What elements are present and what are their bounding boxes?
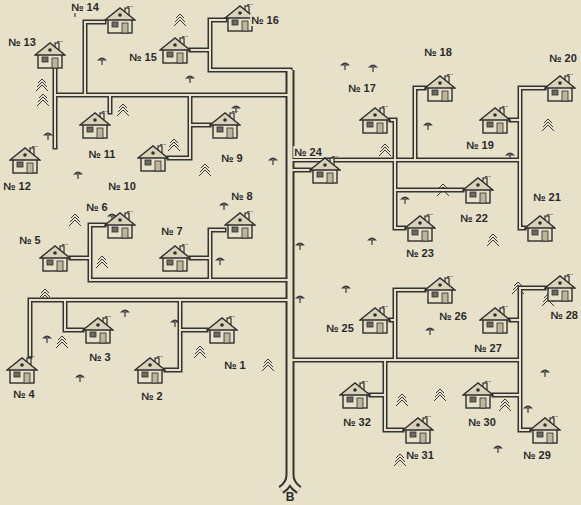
house-icon bbox=[34, 41, 66, 69]
house-icon bbox=[224, 211, 256, 239]
house: № 16 bbox=[224, 4, 256, 32]
house-number: № 28 bbox=[549, 309, 579, 321]
house-icon bbox=[424, 74, 456, 102]
house: № 10 bbox=[137, 144, 169, 172]
house-number: № 12 bbox=[2, 180, 32, 192]
house-icon bbox=[529, 416, 561, 444]
house: № 11 bbox=[79, 111, 111, 139]
house: № 21 bbox=[524, 214, 556, 242]
house-icon bbox=[9, 146, 41, 174]
house-icon bbox=[134, 356, 166, 384]
house: № 13 bbox=[34, 41, 66, 69]
house-number: № 15 bbox=[128, 51, 158, 63]
house-icon bbox=[544, 274, 576, 302]
house-icon bbox=[206, 316, 238, 344]
house: № 7 bbox=[159, 244, 191, 272]
house-icon bbox=[159, 244, 191, 272]
house-number: № 29 bbox=[522, 449, 552, 461]
house: № 22 bbox=[462, 176, 494, 204]
house-icon bbox=[79, 111, 111, 139]
house-number: № 25 bbox=[325, 322, 355, 334]
house-number: № 26 bbox=[438, 310, 468, 322]
house-icon bbox=[39, 244, 71, 272]
house-icon bbox=[359, 306, 391, 334]
house-icon bbox=[359, 106, 391, 134]
house-number: № 9 bbox=[220, 152, 243, 164]
house-number: № 8 bbox=[230, 190, 253, 202]
house: № 8 bbox=[224, 211, 256, 239]
house: № 27 bbox=[479, 306, 511, 334]
house: № 19 bbox=[479, 106, 511, 134]
source-label: B bbox=[286, 491, 295, 503]
house: № 9 bbox=[209, 111, 241, 139]
house-icon bbox=[309, 156, 341, 184]
house-number: № 6 bbox=[85, 201, 108, 213]
mushroom-symbols bbox=[44, 10, 549, 453]
house: № 29 bbox=[529, 416, 561, 444]
house: № 15 bbox=[159, 36, 191, 64]
house-icon bbox=[404, 214, 436, 242]
house-icon bbox=[479, 306, 511, 334]
house-icon bbox=[524, 214, 556, 242]
house-number: № 31 bbox=[405, 449, 435, 461]
tree-symbols bbox=[36, 14, 554, 466]
house-number: № 20 bbox=[548, 52, 578, 64]
house: № 2 bbox=[134, 356, 166, 384]
house-number: № 18 bbox=[423, 46, 453, 58]
house-icon bbox=[104, 6, 136, 34]
house: № 1 bbox=[206, 316, 238, 344]
house-number: № 1 bbox=[223, 359, 246, 371]
house-icon bbox=[462, 381, 494, 409]
house-icon bbox=[104, 211, 136, 239]
house-icon bbox=[339, 381, 371, 409]
house-icon bbox=[6, 356, 38, 384]
house: № 32 bbox=[339, 381, 371, 409]
house-number: № 4 bbox=[12, 388, 35, 400]
house-number: № 11 bbox=[88, 148, 117, 160]
house: № 20 bbox=[544, 74, 576, 102]
house-number: № 21 bbox=[532, 191, 562, 203]
house: № 6 bbox=[104, 211, 136, 239]
house: № 23 bbox=[404, 214, 436, 242]
house-icon bbox=[479, 106, 511, 134]
house: № 18 bbox=[424, 74, 456, 102]
house-icon bbox=[462, 176, 494, 204]
house-number: № 13 bbox=[7, 36, 37, 48]
house: № 25 bbox=[359, 306, 391, 334]
house: № 3 bbox=[82, 316, 114, 344]
house-number: № 5 bbox=[18, 234, 41, 246]
house-number: № 27 bbox=[473, 342, 503, 354]
house-icon bbox=[424, 276, 456, 304]
house-icon bbox=[82, 316, 114, 344]
house-number: № 24 bbox=[293, 146, 323, 158]
house: № 24 bbox=[309, 156, 341, 184]
house: № 4 bbox=[6, 356, 38, 384]
house-icon bbox=[137, 144, 169, 172]
house: № 26 bbox=[424, 276, 456, 304]
house-icon bbox=[159, 36, 191, 64]
house-number: № 2 bbox=[140, 390, 163, 402]
house-icon bbox=[402, 416, 434, 444]
house-number: № 32 bbox=[342, 416, 372, 428]
house: № 30 bbox=[462, 381, 494, 409]
house: № 5 bbox=[39, 244, 71, 272]
house-number: № 10 bbox=[107, 180, 137, 192]
house: № 31 bbox=[402, 416, 434, 444]
house: № 12 bbox=[9, 146, 41, 174]
house-number: № 23 bbox=[405, 247, 435, 259]
house: № 17 bbox=[359, 106, 391, 134]
house-number: № 19 bbox=[465, 139, 495, 151]
house: № 28 bbox=[544, 274, 576, 302]
house-number: № 7 bbox=[160, 225, 183, 237]
house-number: № 16 bbox=[250, 14, 280, 26]
house-icon bbox=[209, 111, 241, 139]
house-icon bbox=[544, 74, 576, 102]
house-number: № 3 bbox=[88, 351, 111, 363]
house-number: № 14 bbox=[70, 1, 100, 13]
house-number: № 30 bbox=[467, 416, 497, 428]
house-number: № 17 bbox=[347, 82, 377, 94]
house: № 14 bbox=[104, 6, 136, 34]
house-number: № 22 bbox=[459, 212, 489, 224]
